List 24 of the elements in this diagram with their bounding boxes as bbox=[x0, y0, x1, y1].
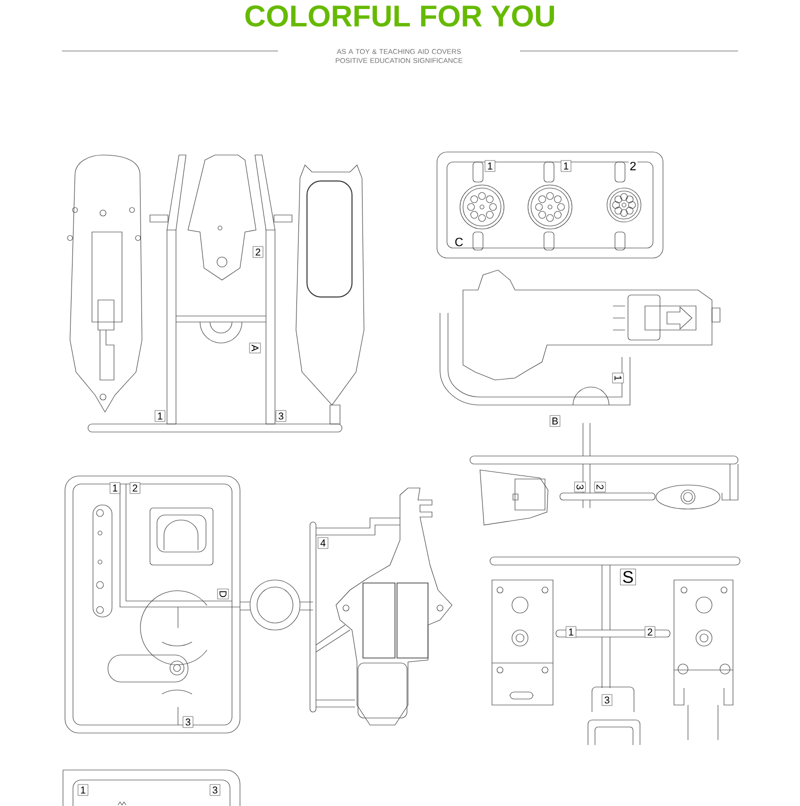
part-number-tag: 3 bbox=[574, 482, 586, 492]
part-number: C bbox=[454, 236, 464, 248]
sprue-letter-tag: S bbox=[620, 568, 636, 586]
part-number-tag: 1 bbox=[484, 160, 496, 172]
part-number-tag: 1 bbox=[560, 160, 572, 172]
part-number-tag: 2 bbox=[252, 246, 264, 258]
part-number-tag: 1 bbox=[612, 372, 624, 384]
part-number-tag: 2 bbox=[644, 626, 656, 638]
part-number-tag: 1 bbox=[154, 410, 166, 422]
part-number-tag: 1 bbox=[566, 626, 576, 638]
part-number-tag: 3 bbox=[182, 716, 194, 728]
part-number-tag: B bbox=[550, 415, 560, 427]
part-number-tag: 3 bbox=[210, 784, 220, 796]
part-number-tag: 2 bbox=[130, 482, 140, 494]
part-number-tag: 1 bbox=[78, 784, 88, 796]
part-number-tag: A bbox=[249, 342, 261, 354]
title: COLORFUL FOR YOU bbox=[245, 5, 554, 27]
part-number-tag: 3 bbox=[602, 694, 612, 706]
part-number-tag: 2 bbox=[594, 482, 606, 492]
part-number-tag: 4 bbox=[318, 537, 328, 549]
part-number-tag: D bbox=[217, 588, 229, 600]
part-number: 2 bbox=[628, 160, 638, 172]
part-number-tag: 3 bbox=[276, 410, 286, 422]
part-number-tag: 1 bbox=[110, 482, 120, 494]
